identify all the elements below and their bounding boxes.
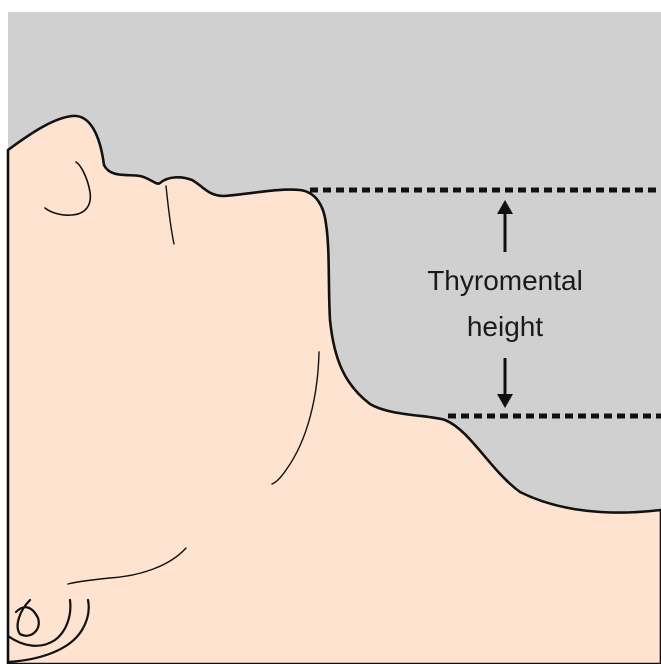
label-line-2: height [467,311,544,342]
label-line-1: Thyromental [427,265,583,296]
